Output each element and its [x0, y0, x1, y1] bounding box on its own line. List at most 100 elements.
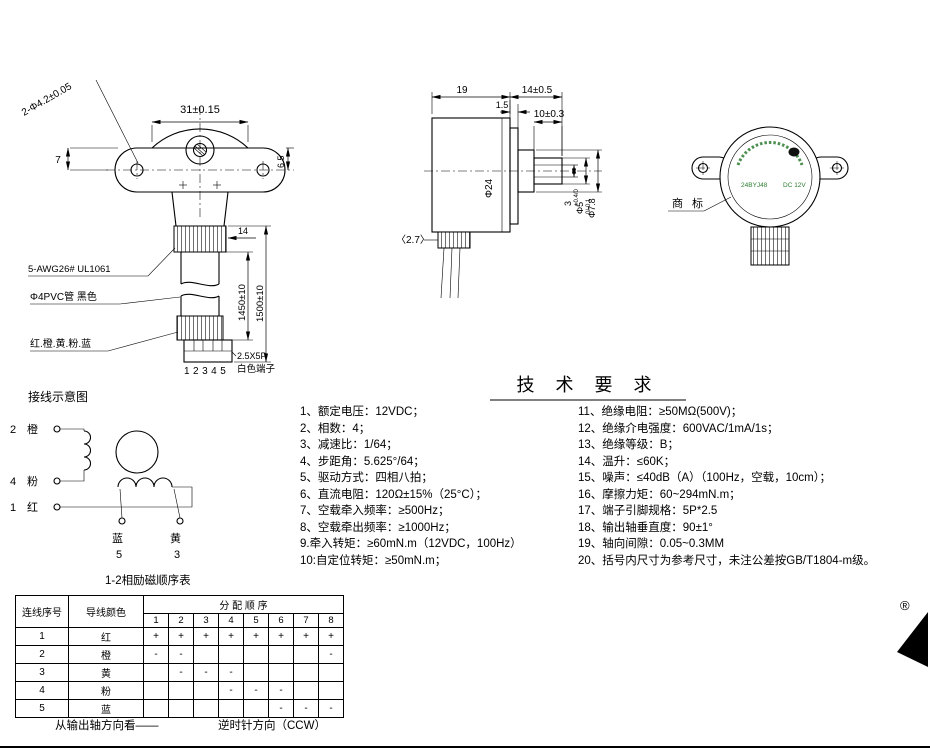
- wire-4-color: 粉: [27, 475, 38, 488]
- wire-exit-side: [437, 231, 471, 249]
- white-connector: [183, 339, 237, 363]
- phase-cell: +: [193, 627, 219, 646]
- header-order: 分 配 顺 序: [143, 595, 344, 614]
- rotor-circle: [115, 430, 159, 474]
- wire-3-number: 3: [174, 549, 180, 561]
- shaft-boss: [185, 135, 215, 165]
- terminal-5: [118, 517, 126, 525]
- phase-cell: [193, 699, 219, 718]
- rotation-direction-note: 逆时针方向（CCW）: [218, 720, 326, 732]
- flange-plate-side: [509, 127, 519, 225]
- dimension-six-five: 6.5: [276, 147, 294, 171]
- dim-1500-text: 1500±10: [255, 285, 266, 322]
- shaft-hatch: [193, 143, 207, 157]
- tech-item: 11、绝缘电阻：≥50MΩ(500V)；: [578, 404, 742, 418]
- dim-boss-dia-text: Φ7.8: [587, 198, 597, 218]
- step-number: 4: [218, 613, 244, 628]
- excitation-sequence-table: 连线序号 导线颜色 分 配 顺 序 1 2 3 4 5 6 7 8 1 红 + …: [15, 595, 344, 718]
- tech-item: 15、噪声：≤40dB（A）（100Hz，空载，10cm）；: [578, 470, 831, 484]
- header-seq: 连线序号: [15, 595, 69, 628]
- dim-body-diameter-text: Φ24: [484, 178, 495, 198]
- registered-mark: ®: [900, 598, 910, 613]
- tech-list-left: 1、额定电压：12VDC； 2、相数：4； 3、减速比：1/64； 4、步距角：…: [300, 404, 522, 567]
- phase-cell: [293, 681, 319, 700]
- phase-cell: -: [318, 645, 344, 664]
- wire-seq: 2: [15, 645, 69, 664]
- tech-title: 技 术 要 求: [516, 375, 659, 395]
- wire-neck-right: [223, 191, 229, 227]
- dim-seven-text: 7: [55, 155, 61, 166]
- connector-type-label: 2.5X5P: [237, 351, 267, 361]
- wire-seq: 3: [15, 663, 69, 682]
- dimension-shaft-diameter: Φ5 0/-0.1: [562, 157, 592, 214]
- step-number: 3: [193, 613, 219, 628]
- wire-3-color: 黄: [170, 531, 181, 545]
- table-row: 4 粉 - - -: [15, 681, 344, 700]
- dim-ref-text: 〈2.7〉: [396, 234, 430, 246]
- phase-cell: -: [168, 645, 194, 664]
- side-view: 19 14±0.5 1.5 10±0.3 Φ24: [396, 85, 602, 299]
- tech-item: 13、绝缘等级：B；: [578, 437, 679, 451]
- wire-color: 橙: [68, 645, 144, 664]
- terminal-4: [53, 477, 61, 485]
- tube-label: Φ4PVC管 黑色: [30, 290, 97, 303]
- phase-cell: +: [318, 627, 344, 646]
- wire-color: 红: [68, 627, 144, 646]
- pin-numbers-label: 12345: [184, 366, 229, 377]
- phase-cell: +: [243, 627, 269, 646]
- motor-dome-outline: [151, 128, 249, 149]
- phase-cell: [143, 699, 169, 718]
- rear-view: 24BYJ48 DC 12V 商 标: [668, 126, 849, 266]
- phase-cell: [268, 645, 294, 664]
- wiring-title: 接线示意图: [28, 389, 88, 404]
- dim-front-text: 14±0.5: [522, 85, 553, 96]
- dim-six-five-text: 6.5: [276, 155, 286, 168]
- phase-cell: -: [243, 681, 269, 700]
- wire-crimp-band: [173, 225, 227, 253]
- tech-requirements: 技 术 要 求 1、额定电压：12VDC； 2、相数：4； 3、减速比：1/64…: [300, 375, 875, 567]
- phase-cell: +: [293, 627, 319, 646]
- view-direction-note: 从输出轴方向看——: [55, 720, 159, 732]
- mounting-flange: [114, 147, 286, 193]
- dim-flat-tol-text: +0.4/0: [574, 188, 580, 206]
- sticker-model-text: 24BYJ48: [741, 182, 768, 189]
- wire-2-color: 橙: [27, 422, 38, 436]
- wire-colors-label: 红.橙.黄.粉.蓝: [30, 337, 91, 350]
- shaft-section: [192, 142, 208, 158]
- tech-item: 12、绝缘介电强度：600VAC/1mA/1s；: [578, 421, 778, 435]
- tech-item: 5、驱动方式：四相八拍；: [300, 470, 433, 484]
- phase-cell: -: [218, 663, 244, 682]
- header-color: 导线颜色: [68, 595, 144, 628]
- tech-item: 9.牵入转矩：≥60mN.m（12VDC，100Hz）: [300, 536, 522, 550]
- phase-cell: -: [218, 681, 244, 700]
- wire-1-color: 红: [27, 501, 38, 514]
- connector-label: 白色端子: [237, 363, 276, 375]
- tech-item: 10:自定位转矩：≥50mN.m；: [300, 553, 446, 567]
- phase-cell: -: [293, 699, 319, 718]
- trademark-label: 商 标: [672, 196, 706, 210]
- wire-2-number: 2: [10, 424, 16, 436]
- tech-item: 4、步距角：5.625°/64；: [300, 455, 425, 468]
- brand-logo-mark: [788, 147, 800, 157]
- phase-cell: -: [193, 663, 219, 682]
- phase-cell: [218, 645, 244, 664]
- label-sticker: [727, 134, 813, 220]
- dimension-1500: 1500±10: [228, 225, 271, 363]
- phase-cell: +: [143, 627, 169, 646]
- phase-cell: [218, 699, 244, 718]
- terminal-3: [176, 517, 184, 525]
- table-header-row: 连线序号 导线颜色 分 配 顺 序: [15, 595, 344, 628]
- step-number: 8: [318, 613, 344, 628]
- wire-colors-callout: 红.橙.黄.粉.蓝: [30, 331, 179, 352]
- tech-item: 20、括号内尺寸为参考尺寸，未注公差按GB/T1804-m级。: [578, 553, 875, 567]
- phase-cell: [318, 663, 344, 682]
- table-row: 2 橙 - - -: [15, 645, 344, 664]
- tech-item: 2、相数：4；: [300, 421, 370, 435]
- phase-cell: [193, 681, 219, 700]
- wire-color: 粉: [68, 681, 144, 700]
- phase-cell: [268, 663, 294, 682]
- terminal-2: [53, 425, 61, 433]
- dimension-shaft-flat: 3 +0.4/0: [562, 164, 580, 206]
- phase-cell: -: [268, 699, 294, 718]
- wire-5-color: 蓝: [112, 532, 123, 545]
